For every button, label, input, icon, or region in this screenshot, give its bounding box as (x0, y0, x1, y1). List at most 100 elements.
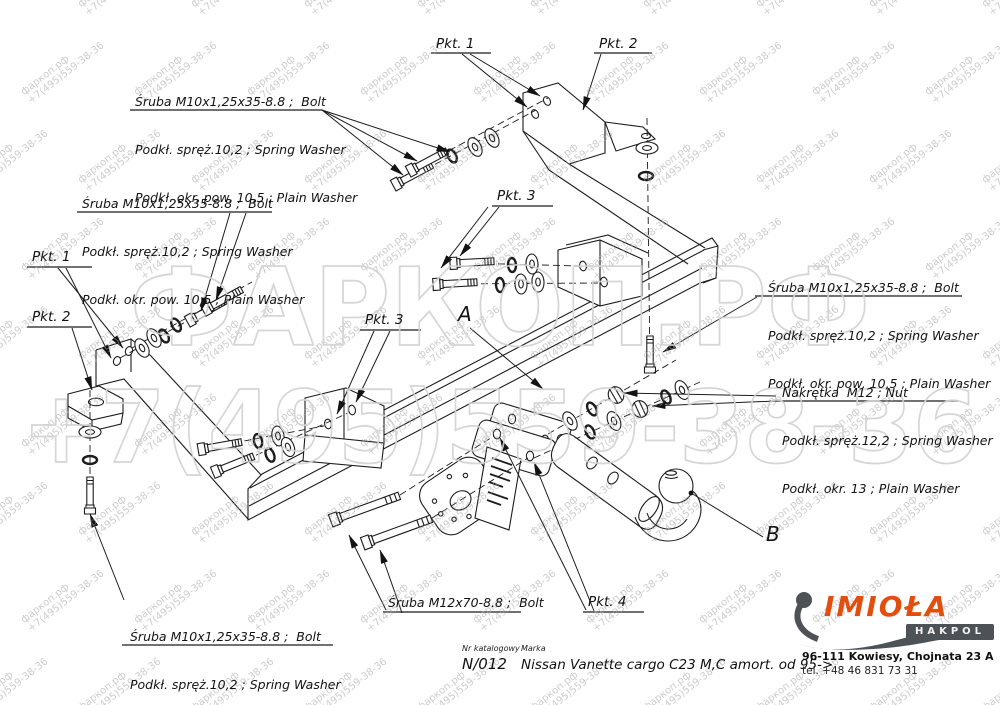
watermark-tile: фаркоп.рф+7(495)559-38-36 (0, 304, 51, 371)
ball-hitch (550, 433, 702, 542)
watermark-tile: фаркоп.рф+7(495)559-38-36 (754, 128, 842, 195)
callout-line: Podkł. spręż.10,2 ; Spring Washer (768, 328, 979, 343)
callout-pkt1-top: Pkt. 1 (436, 36, 475, 52)
callout-line: Nakrętka M12 ; Nut (782, 385, 908, 400)
hitch-mount-plates (471, 402, 572, 477)
watermark-tile: фаркоп.рф+7(495)559-38-36 (528, 480, 616, 547)
manufacturer-logo: IMIOŁA HAKPOL 96-111 Kowiesy, Chojnata 2… (788, 586, 1000, 686)
watermark-tile: фаркоп.рф+7(495)559-38-36 (471, 216, 559, 283)
watermark-tile: фаркоп.рф+7(495)559-38-36 (810, 40, 898, 107)
watermark-tile: фаркоп.рф+7(495)559-38-36 (584, 392, 672, 459)
watermark-tile: фаркоп.рф+7(495)559-38-36 (923, 40, 1000, 107)
watermark-tile: фаркоп.рф+7(495)559-38-36 (245, 392, 333, 459)
watermark-tile: фаркоп.рф+7(495)559-38-36 (76, 480, 164, 547)
left-bracket (67, 385, 124, 432)
callout-mid-left: Śruba M10x1,25x35-8.8 ; Bolt Podkł. sprę… (82, 164, 304, 340)
brand-address: 96-111 Kowiesy, Chojnata 23 A (802, 650, 994, 663)
callout-right-bolt: Śruba M10x1,25x35-8.8 ; Bolt Podkł. sprę… (768, 248, 990, 424)
callout-line: Śruba M10x1,25x35-8.8 ; Bolt (130, 629, 321, 644)
callout-line: Śruba M10x1,25x35-8.8 ; Bolt (82, 196, 273, 211)
watermark-tile: фаркоп.рф+7(495)559-38-36 (641, 304, 729, 371)
watermark-tile: фаркоп.рф+7(495)559-38-36 (302, 304, 390, 371)
watermark-tile: фаркоп.рф+7(495)559-38-36 (189, 0, 276, 18)
watermark-tile: фаркоп.рф+7(495)559-38-36 (0, 656, 51, 705)
callout-line: Podkł. okr. pow. 10,5 ; Plain Washer (768, 376, 991, 391)
callout-bottom-left: Śruba M10x1,25x35-8.8 ; Bolt Podkł. sprę… (130, 597, 352, 705)
watermark-tile: фаркоп.рф+7(495)559-38-36 (358, 40, 446, 107)
watermark-tile: фаркоп.рф+7(495)559-38-36 (415, 128, 503, 195)
watermark-tile: фаркоп.рф+7(495)559-38-36 (76, 0, 163, 18)
watermark-tile: фаркоп.рф+7(495)559-38-36 (132, 392, 220, 459)
main-crossbar (247, 237, 719, 521)
callout-top-left: Śruba M10x1,25x35-8.8 ; Bolt Podkł. sprę… (135, 62, 357, 238)
watermark-tile: фаркоп.рф+7(495)559-38-36 (980, 0, 1000, 18)
center-bolt-cluster (432, 253, 601, 295)
watermark-tile: фаркоп.рф+7(495)559-38-36 (19, 392, 107, 459)
watermark-tile: фаркоп.рф+7(495)559-38-36 (697, 568, 785, 635)
watermark-tile: фаркоп.рф+7(495)559-38-36 (471, 392, 559, 459)
watermark-tile: фаркоп.рф+7(495)559-38-36 (697, 40, 785, 107)
top-frame-rail (522, 82, 706, 265)
brand-column-label: Marka (521, 644, 546, 653)
watermark-tile: фаркоп.рф+7(495)559-38-36 (19, 40, 107, 107)
callout-pkt1-left: Pkt. 1 (32, 249, 71, 265)
watermark-tile: фаркоп.рф+7(495)559-38-36 (528, 0, 615, 18)
vehicle-model: Nissan Vanette cargo C23 M,C amort. od 9… (521, 657, 834, 673)
callout-bolt-m12: Śruba M12x70-8.8 ; Bolt (388, 595, 544, 610)
watermark-tile: фаркоп.рф+7(495)559-38-36 (528, 128, 616, 195)
watermark-tile: фаркоп.рф+7(495)559-38-36 (641, 128, 729, 195)
watermark-tile: фаркоп.рф+7(495)559-38-36 (471, 40, 559, 107)
watermark-tile: фаркоп.рф+7(495)559-38-36 (19, 568, 107, 635)
lower-left-bolt-cluster (196, 412, 349, 479)
watermark-tile: фаркоп.рф+7(495)559-38-36 (980, 128, 1000, 195)
watermark-tile: фаркоп.рф+7(495)559-38-36 (584, 216, 672, 283)
callout-pkt3-upper: Pkt. 3 (497, 188, 536, 204)
callout-line: Podkł. spręż.10,2 ; Spring Washer (130, 677, 341, 692)
callout-line: Śruba M10x1,25x35-8.8 ; Bolt (135, 94, 326, 109)
callout-line: Podkł. okr. pow. 10,5 ; Plain Washer (82, 292, 305, 307)
lower-clamp-plate (302, 387, 385, 469)
callout-pkt2-left: Pkt. 2 (32, 309, 71, 325)
catalog-number-label: Nr katalogowy (462, 644, 520, 653)
callout-right-nut: Nakrętka M12 ; Nut Podkł. spręż.12,2 ; S… (782, 353, 993, 529)
upper-clamp-plate (557, 234, 649, 307)
ref-letter-b: B (766, 522, 780, 546)
callout-line: Podkł. spręż.10,2 ; Spring Washer (82, 244, 293, 259)
watermark-tile: фаркоп.рф+7(495)559-38-36 (0, 480, 51, 547)
watermark-tile: фаркоп.рф+7(495)559-38-36 (189, 480, 277, 547)
socket-plate (419, 446, 522, 536)
top-left-bolt-cluster (389, 97, 549, 192)
left-washer-bolt-stack (78, 390, 102, 515)
watermark-tile: фаркоп.рф+7(495)559-38-36 (641, 0, 728, 18)
watermark-tile: фаркоп.рф+7(495)559-38-36 (641, 480, 729, 547)
callout-pkt4: Pkt. 4 (588, 594, 627, 610)
callout-line: Śruba M10x1,25x35-8.8 ; Bolt (768, 280, 959, 295)
m12-bolts (327, 435, 529, 551)
watermark-tile: фаркоп.рф+7(495)559-38-36 (528, 304, 616, 371)
ref-letter-a: A (458, 302, 472, 326)
watermark-tile: фаркоп.рф+7(495)559-38-36 (358, 392, 446, 459)
watermark-tile: фаркоп.рф+7(495)559-38-36 (302, 0, 389, 18)
right-washer-bolt-stack (635, 117, 659, 374)
watermark-tile: фаркоп.рф+7(495)559-38-36 (754, 0, 841, 18)
watermark-tile: фаркоп.рф+7(495)559-38-36 (415, 0, 502, 18)
watermark-tile: фаркоп.рф+7(495)559-38-36 (0, 0, 50, 18)
callout-line: Podkł. spręż.12,2 ; Spring Washer (782, 433, 993, 448)
brand-name: IMIOŁA (824, 590, 949, 623)
left-frame-rail (95, 338, 264, 520)
watermark-tile: фаркоп.рф+7(495)559-38-36 (415, 480, 503, 547)
callout-pkt3-lower: Pkt. 3 (365, 312, 404, 328)
watermark-tile: фаркоп.рф+7(495)559-38-36 (867, 128, 955, 195)
right-nut-cluster (533, 359, 701, 459)
catalog-number: N/012 (462, 655, 507, 673)
brand-phone: tel. +48 46 831 73 31 (802, 665, 918, 677)
callout-pkt2-top: Pkt. 2 (599, 36, 638, 52)
watermark-tile: фаркоп.рф+7(495)559-38-36 (358, 216, 446, 283)
callout-line: Podkł. okr. 13 ; Plain Washer (782, 481, 960, 496)
watermark-tile: фаркоп.рф+7(495)559-38-36 (867, 0, 954, 18)
watermark-tile: фаркоп.рф+7(495)559-38-36 (0, 128, 51, 195)
brand-subname: HAKPOL (906, 624, 994, 640)
callout-line: Podkł. spręż.10,2 ; Spring Washer (135, 142, 346, 157)
callout-line: Podkł. okr. pow. 10,5 ; Plain Washer (135, 190, 358, 205)
